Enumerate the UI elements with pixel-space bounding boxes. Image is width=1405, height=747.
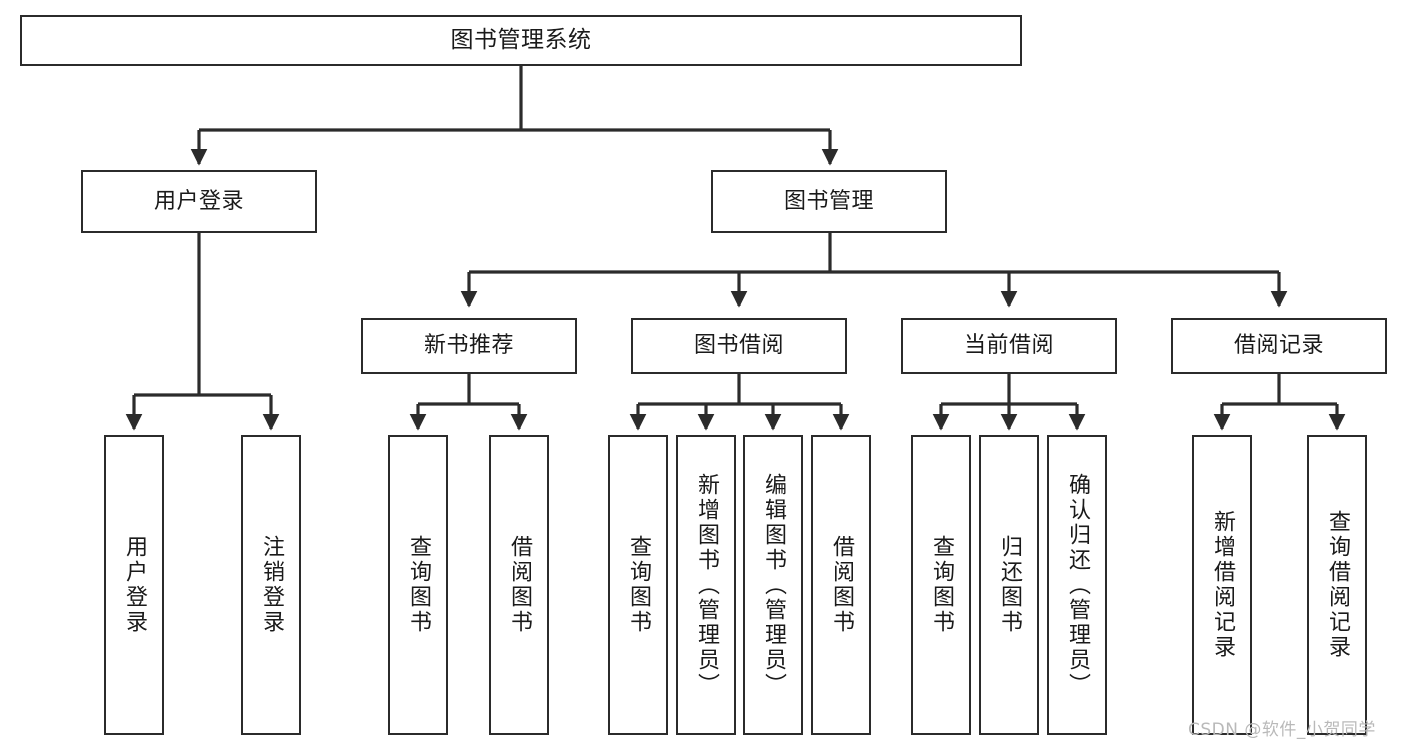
node-leaf-borrow-book-1[interactable]: 借阅图书 [489,435,549,735]
node-leaf-query-book-1-label: 查询图书 [406,535,431,635]
node-leaf-query-book-3-label: 查询图书 [929,535,954,635]
node-leaf-logout-login-label: 注销登录 [259,535,284,635]
node-borrow-record-label: 借阅记录 [1233,333,1324,359]
node-leaf-borrow-book-2[interactable]: 借阅图书 [811,435,871,735]
node-leaf-logout-login[interactable]: 注销登录 [241,435,301,735]
node-leaf-query-book-3[interactable]: 查询图书 [911,435,971,735]
node-leaf-add-book-label: 新增图书（管理员） [694,472,719,698]
node-book-management-label: 图书管理 [783,188,874,214]
node-book-borrow-label: 图书借阅 [693,333,784,359]
node-leaf-add-record-label: 新增借阅记录 [1210,510,1235,660]
node-leaf-confirm-return[interactable]: 确认归还（管理员） [1047,435,1107,735]
node-leaf-user-login[interactable]: 用户登录 [104,435,164,735]
node-leaf-return-book[interactable]: 归还图书 [979,435,1039,735]
node-user-login[interactable]: 用户登录 [81,170,317,233]
node-leaf-return-book-label: 归还图书 [997,535,1022,635]
node-current-borrow-label: 当前借阅 [963,333,1054,359]
node-leaf-confirm-return-label: 确认归还（管理员） [1065,472,1090,698]
node-leaf-borrow-book-2-label: 借阅图书 [829,535,854,635]
node-user-login-label: 用户登录 [153,188,244,214]
node-leaf-query-book-1[interactable]: 查询图书 [388,435,448,735]
node-book-management[interactable]: 图书管理 [711,170,947,233]
node-leaf-add-book[interactable]: 新增图书（管理员） [676,435,736,735]
node-leaf-edit-book-label: 编辑图书（管理员） [761,472,786,698]
node-leaf-borrow-book-1-label: 借阅图书 [507,535,532,635]
node-leaf-query-book-2[interactable]: 查询图书 [608,435,668,735]
node-leaf-add-record[interactable]: 新增借阅记录 [1192,435,1252,735]
node-leaf-user-login-label: 用户登录 [122,535,147,635]
node-leaf-query-book-2-label: 查询图书 [626,535,651,635]
node-new-book-recommend-label: 新书推荐 [423,333,514,359]
node-book-borrow[interactable]: 图书借阅 [631,318,847,374]
node-root[interactable]: 图书管理系统 [20,15,1022,66]
node-leaf-query-record[interactable]: 查询借阅记录 [1307,435,1367,735]
node-root-label: 图书管理系统 [450,27,592,54]
node-current-borrow[interactable]: 当前借阅 [901,318,1117,374]
node-leaf-query-record-label: 查询借阅记录 [1325,510,1350,660]
watermark-text: CSDN @软件_小贺同学 [1188,720,1376,740]
node-leaf-edit-book[interactable]: 编辑图书（管理员） [743,435,803,735]
node-borrow-record[interactable]: 借阅记录 [1171,318,1387,374]
node-new-book-recommend[interactable]: 新书推荐 [361,318,577,374]
